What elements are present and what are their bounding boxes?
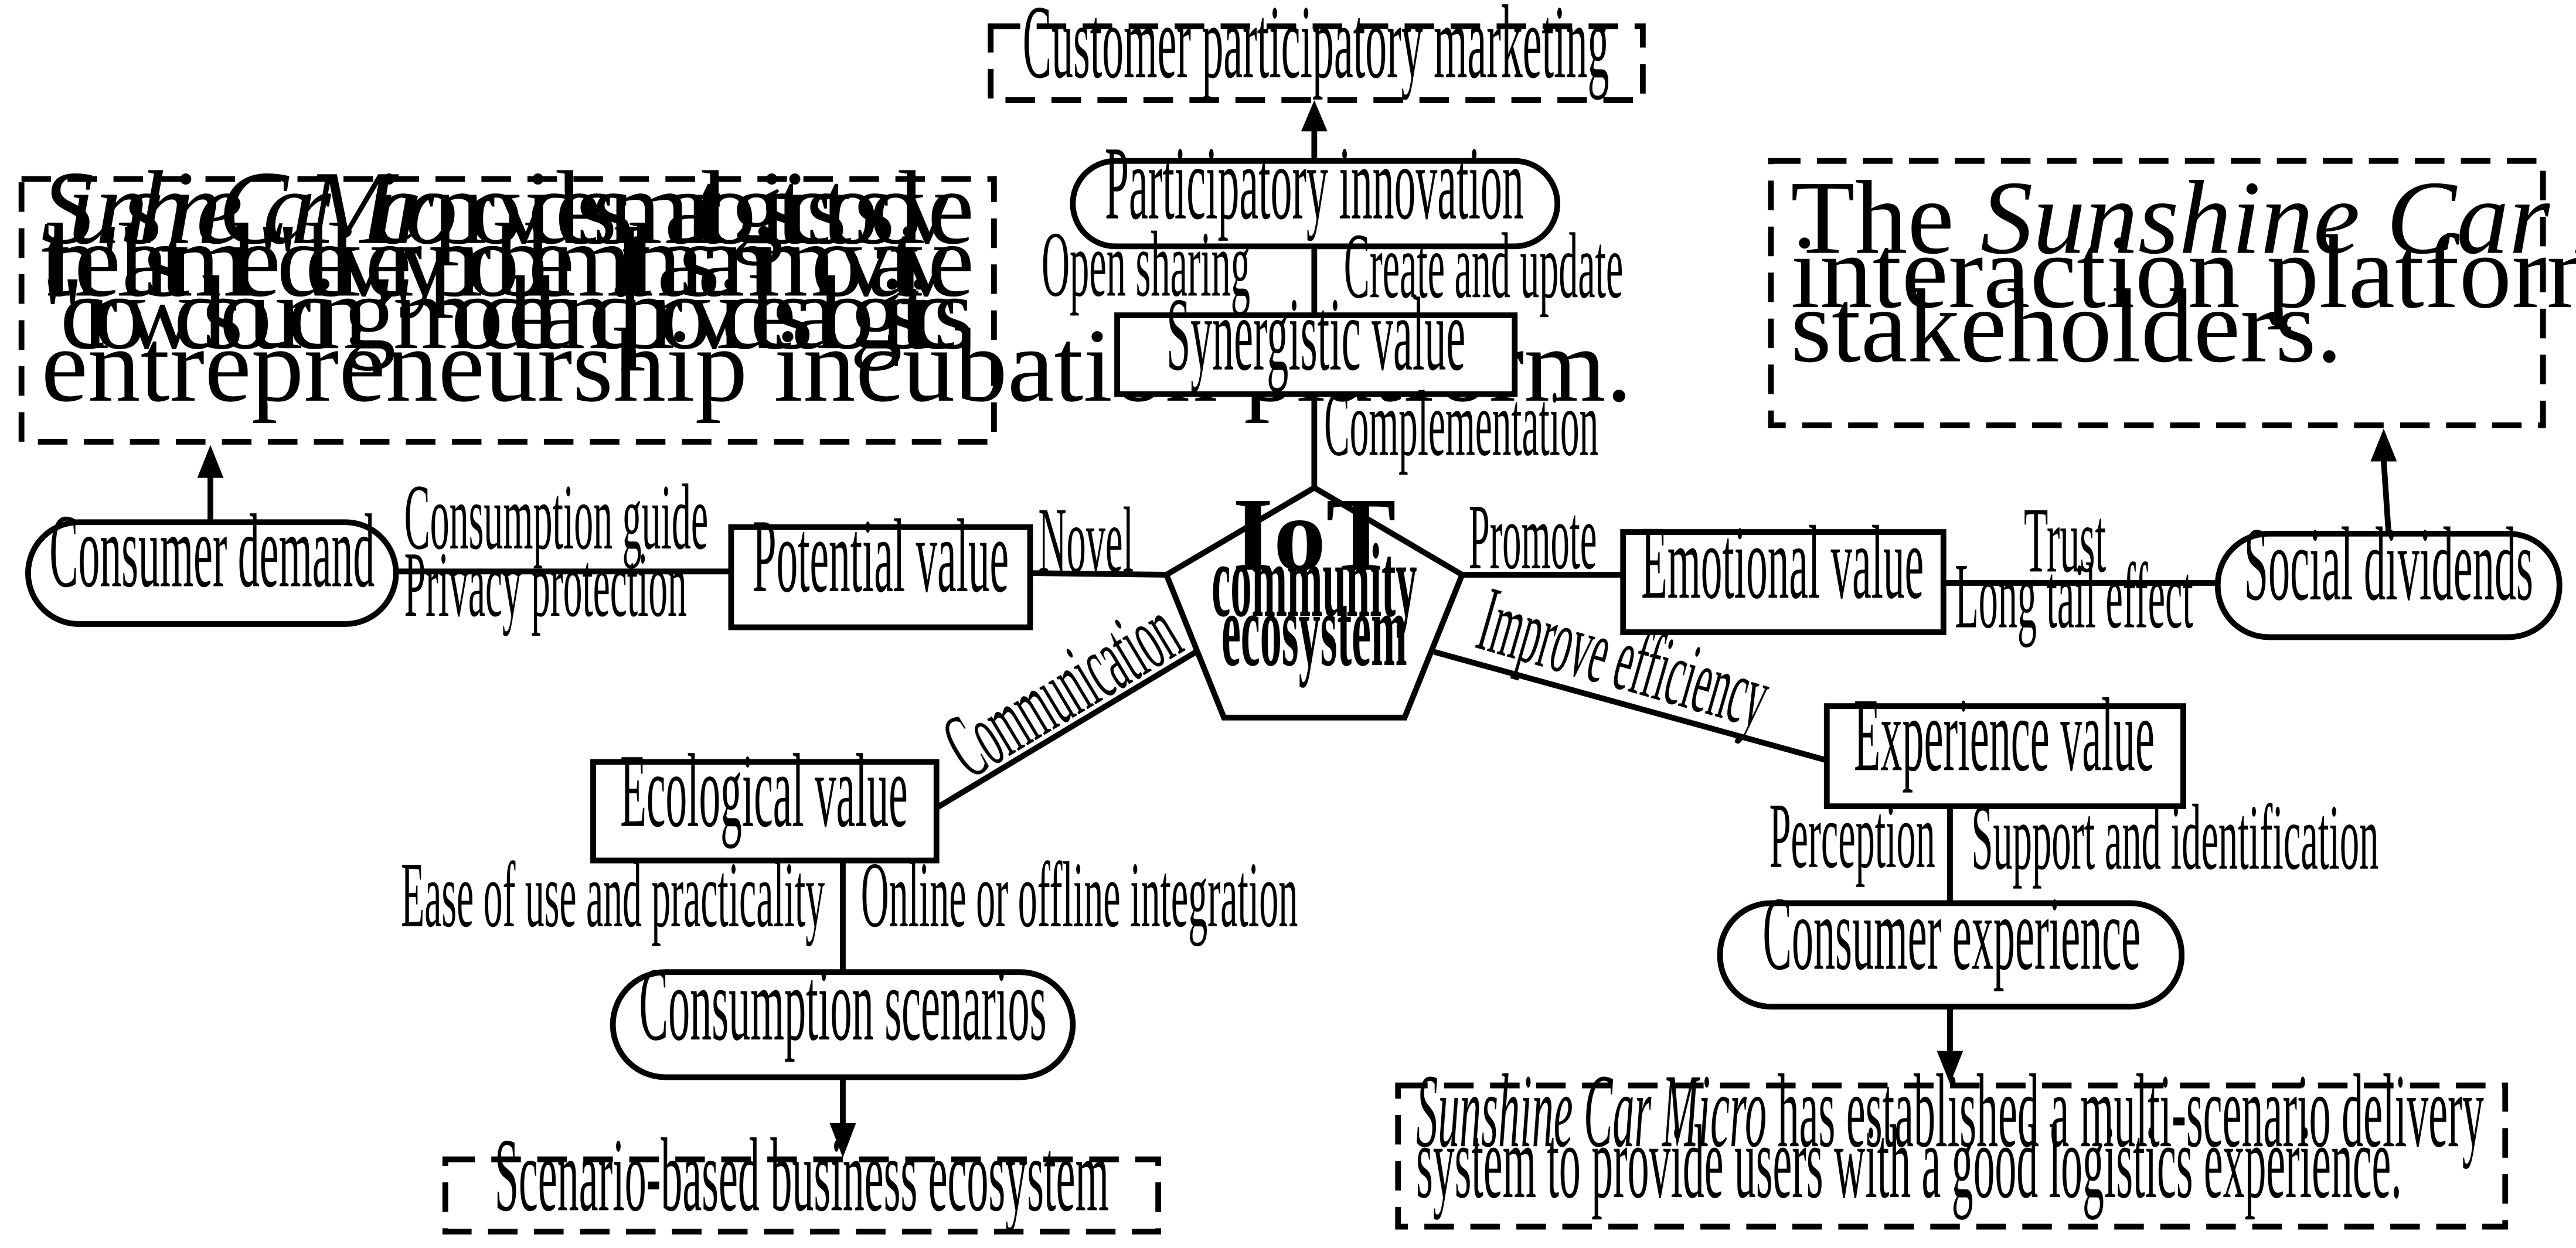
node-participatory-innovation: Participatory innovation bbox=[1070, 125, 1561, 250]
node-synergistic-value: Synergistic value bbox=[1114, 276, 1518, 397]
outcome-bottom-right: Sunshine Car Micro has established a mul… bbox=[1395, 1052, 2509, 1230]
node-emotional-value-frame bbox=[1620, 529, 1947, 635]
edge-label-ease-of-use: Ease of use and practicality bbox=[401, 843, 825, 947]
outcome-top-left-line-1: Sunshine Car Micro provides smart logist… bbox=[41, 149, 974, 266]
outcome-top-left-line-3: "crowdsourcing" model and provides a log… bbox=[41, 254, 974, 371]
edge-label-novel: Novel bbox=[1039, 488, 1134, 592]
node-consumer-experience-frame bbox=[1717, 900, 2185, 1010]
node-experience-value-label: Experience value bbox=[1854, 676, 2155, 793]
node-consumption-scenarios-label: Consumption scenarios bbox=[639, 946, 1046, 1062]
node-consumer-demand-label: Consumer demand bbox=[49, 493, 375, 609]
edge-label-perception: Perception bbox=[1769, 784, 1935, 888]
node-social-dividends-label: Social dividends bbox=[2244, 506, 2533, 622]
node-participatory-innovation-frame bbox=[1070, 158, 1561, 250]
node-experience-value: Experience value bbox=[1823, 676, 2186, 809]
connector-pentagon-experience bbox=[1433, 649, 1828, 763]
brand-name-top-left: Sunshine Car Micro bbox=[41, 149, 458, 266]
node-social-dividends-frame bbox=[2214, 530, 2563, 640]
outcome-top-right-line-2: interaction platform adds value for bbox=[1791, 213, 2576, 330]
node-ecological-value-frame bbox=[590, 759, 940, 864]
outcome-top-right-line-1: The Sunshine Car Micro community bbox=[1791, 159, 2576, 276]
connectors bbox=[207, 125, 2392, 1127]
connector-social-topright bbox=[2380, 459, 2392, 534]
node-consumer-demand: Consumer demand bbox=[25, 493, 399, 627]
outcome-scenario-ecosystem-frame bbox=[442, 1156, 1161, 1235]
arrowhead-up-marketing bbox=[1301, 100, 1328, 132]
brand-name-top-right: Sunshine Car Micro bbox=[1981, 159, 2576, 276]
node-consumption-scenarios-frame bbox=[610, 969, 1076, 1080]
outcome-top-left-line-2: the "last mile" delivery problem. It has… bbox=[41, 202, 974, 318]
edge-label-open-sharing: Open sharing bbox=[1042, 212, 1250, 316]
outcome-bottom-right-frame bbox=[1395, 1082, 2509, 1230]
connector-pentagon-potential bbox=[1030, 570, 1167, 578]
edge-label-complementation: Complementation bbox=[1324, 371, 1598, 475]
edge-labels: Open sharing Create and update Complemen… bbox=[401, 212, 2378, 946]
outcome-top-right-line-3: stakeholders. bbox=[1791, 268, 2342, 384]
node-ecological-value-label: Ecological value bbox=[620, 732, 907, 849]
edge-label-trust: Trust bbox=[2024, 488, 2106, 592]
node-potential-value: Potential value bbox=[728, 497, 1033, 630]
node-synergistic-value-label: Synergistic value bbox=[1166, 276, 1465, 393]
node-potential-value-frame bbox=[728, 524, 1033, 630]
edge-label-support-identification: Support and identification bbox=[1971, 786, 2378, 889]
outcome-bottom-right-line-1: Sunshine Car Micro has established a mul… bbox=[1416, 1052, 2484, 1169]
node-social-dividends: Social dividends bbox=[2214, 506, 2563, 640]
center-label-line-3: ecosystem bbox=[1221, 571, 1407, 688]
node-emotional-value-label: Emotional value bbox=[1641, 504, 1924, 620]
outcome-top-right-line-1-pre: The bbox=[1791, 159, 1981, 276]
outcome-scenario-ecosystem: Scenario-based business ecosystem bbox=[442, 1117, 1161, 1235]
outcome-customer-marketing-frame bbox=[988, 23, 1646, 103]
outcome-top-left-line-1-rest: provides smart logistics to solve bbox=[432, 149, 974, 266]
node-consumer-demand-frame bbox=[25, 519, 399, 627]
center-pentagon bbox=[1162, 484, 1466, 721]
arrowheads bbox=[197, 100, 2397, 1158]
center-label-line-1: IoT bbox=[1233, 476, 1396, 593]
edge-label-online-offline: Online or offline integration bbox=[861, 843, 1298, 947]
center-iot-community-ecosystem: IoT community ecosystem bbox=[1162, 476, 1466, 721]
outcome-scenario-ecosystem-text: Scenario-based business ecosystem bbox=[495, 1117, 1109, 1233]
node-potential-value-label: Potential value bbox=[753, 497, 1009, 614]
center-label-line-2: community bbox=[1212, 522, 1417, 639]
brand-name-bottom-right: Sunshine Car Micro bbox=[1416, 1052, 1767, 1169]
arrowhead-up-topright bbox=[2370, 428, 2397, 462]
edge-label-create-and-update: Create and update bbox=[1344, 214, 1623, 318]
outcome-bottom-right-line-2: system to provide users with a good logi… bbox=[1416, 1103, 2402, 1220]
node-emotional-value: Emotional value bbox=[1620, 504, 1947, 635]
node-consumer-experience: Consumer experience bbox=[1717, 875, 2185, 1010]
connector-pentagon-ecological bbox=[935, 649, 1198, 811]
outcome-top-right-frame bbox=[1768, 158, 2546, 428]
arrowhead-down-bottomright bbox=[1937, 1051, 1964, 1084]
edge-label-consumption-guide: Consumption guide bbox=[404, 465, 708, 569]
edge-label-promote: Promote bbox=[1469, 485, 1597, 589]
outcome-top-right: The Sunshine Car Micro community interac… bbox=[1768, 158, 2576, 428]
node-participatory-innovation-label: Participatory innovation bbox=[1105, 125, 1524, 241]
outcome-top-left-frame bbox=[18, 176, 997, 445]
outcome-customer-marketing: Customer participatory marketing bbox=[988, 0, 1646, 103]
node-experience-value-frame bbox=[1823, 703, 2186, 809]
edge-label-privacy-protection: Privacy protection bbox=[404, 533, 687, 636]
arrowhead-down-ecosystem bbox=[829, 1123, 856, 1158]
outcome-top-left: Sunshine Car Micro provides smart logist… bbox=[18, 149, 1632, 445]
edge-label-long-tail-effect: Long tail effect bbox=[1955, 544, 2193, 648]
arrowhead-up-topleft bbox=[197, 445, 224, 478]
node-consumer-experience-label: Consumer experience bbox=[1762, 875, 2141, 992]
node-consumption-scenarios: Consumption scenarios bbox=[610, 946, 1076, 1080]
outcome-customer-marketing-text: Customer participatory marketing bbox=[1023, 0, 1609, 100]
node-ecological-value: Ecological value bbox=[590, 732, 940, 864]
outcome-bottom-right-line-1-rest: has established a multi-scenario deliver… bbox=[1767, 1052, 2484, 1169]
node-synergistic-value-frame bbox=[1114, 312, 1518, 397]
